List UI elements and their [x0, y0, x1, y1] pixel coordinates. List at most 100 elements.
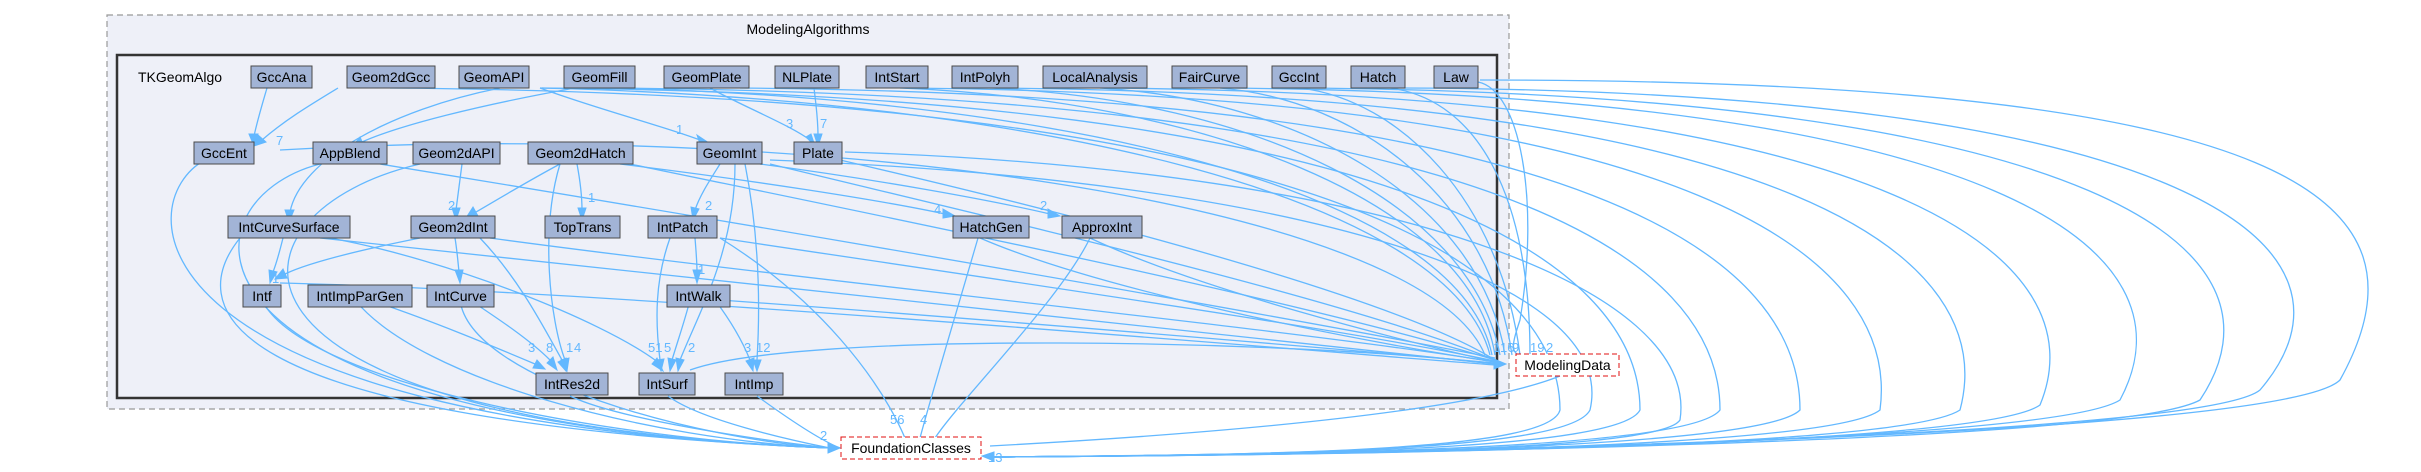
node-intpatch[interactable]: IntPatch — [647, 215, 718, 239]
edge-geom2dapi-foundationclasses — [287, 163, 831, 449]
edge-gccent-foundationclasses — [170, 159, 831, 449]
edge-nlplate-plate-arrow — [813, 133, 823, 148]
node-nlplate[interactable]: NLPlate — [774, 65, 840, 89]
edge-label: 3 — [528, 340, 535, 355]
edge-label: 9 — [1512, 340, 1519, 355]
node-intcurve[interactable]: IntCurve — [426, 284, 495, 308]
edge-intpatch-intsurf — [656, 237, 671, 361]
edge-label: 3 — [786, 116, 793, 131]
node-intsurf[interactable]: IntSurf — [638, 372, 696, 396]
node-appblend[interactable]: AppBlend — [312, 141, 388, 165]
node-intf[interactable]: Intf — [242, 284, 282, 308]
node-geom2dgcc[interactable]: Geom2dGcc — [346, 65, 436, 89]
edge-label: 8 — [546, 340, 553, 355]
edge-intcurvesurface-intsurf — [329, 237, 656, 361]
edge-intstart-modelingdata — [899, 87, 1496, 356]
node-intpolyh-box — [951, 65, 1019, 89]
node-intcurve-label: IntCurve — [434, 288, 487, 304]
edge-intpolyh-modelingdata — [989, 87, 1501, 356]
edge-hatchgen-modelingdata — [979, 237, 1496, 363]
node-intpolyh[interactable]: IntPolyh — [951, 65, 1019, 89]
node-law[interactable]: Law — [1433, 65, 1479, 89]
node-geom2dapi[interactable]: Geom2dAPI — [412, 141, 501, 165]
node-faircurve[interactable]: FairCurve — [1171, 65, 1248, 89]
edge-gccint-modelingdata — [1299, 87, 1521, 356]
edge-plate-foundationclasses — [844, 151, 1682, 458]
node-approxint[interactable]: ApproxInt — [1061, 215, 1143, 239]
node-intpatch-box — [647, 215, 718, 239]
node-toptrans[interactable]: TopTrans — [544, 215, 621, 239]
edge-intpatch-foundationclasses — [719, 237, 906, 439]
edge-approxint-modelingdata — [1089, 237, 1496, 363]
node-nlplate-box — [774, 65, 840, 89]
node-hatchgen-box — [952, 215, 1030, 239]
cluster-tkgeomalgo-label: TKGeomAlgo — [138, 69, 222, 85]
node-intwalk[interactable]: IntWalk — [666, 284, 731, 308]
node-modelingdata-box — [1515, 353, 1620, 377]
node-intimp[interactable]: IntImp — [724, 372, 784, 396]
node-intwalk-box — [666, 284, 731, 308]
edge-intcurvesurface-intf — [272, 237, 284, 273]
node-hatchgen[interactable]: HatchGen — [952, 215, 1030, 239]
node-gccent-box — [193, 141, 255, 165]
node-gccana-box — [250, 65, 313, 89]
edge-appblend-modelingdata — [379, 163, 1496, 359]
node-gccana[interactable]: GccAna — [250, 65, 313, 89]
edge-label: 1 — [698, 262, 705, 277]
node-localanalysis[interactable]: LocalAnalysis — [1042, 65, 1148, 89]
node-approxint-box — [1061, 215, 1143, 239]
edge-geom2dapi-geom2dint — [455, 163, 463, 211]
edge-geom2dhatch-intres2d — [548, 163, 566, 361]
node-intstart[interactable]: IntStart — [865, 65, 929, 89]
node-hatch[interactable]: Hatch — [1350, 65, 1406, 89]
node-geom2dint-box — [410, 215, 496, 239]
edge-geomint-approxint — [759, 163, 1051, 215]
node-appblend-box — [312, 141, 388, 165]
edge-label: 2 — [820, 428, 827, 443]
edge-intres2d-foundationclasses — [569, 395, 831, 449]
node-geomplate[interactable]: GeomPlate — [663, 65, 750, 89]
edge-geomint-intpatch — [694, 163, 721, 211]
edge-geom2dgcc-gccent — [261, 87, 339, 141]
node-plate-label: Plate — [802, 145, 834, 161]
node-hatch-box — [1350, 65, 1406, 89]
node-geomapi[interactable]: GeomAPI — [458, 65, 530, 89]
node-geomint[interactable]: GeomInt — [696, 141, 763, 165]
edge-geom2dhatch-hatchgen — [619, 163, 946, 215]
node-geomfill[interactable]: GeomFill — [563, 65, 636, 89]
node-plate[interactable]: Plate — [793, 141, 843, 165]
node-gccent[interactable]: GccEnt — [193, 141, 255, 165]
edge-intpatch-intwalk — [694, 237, 698, 273]
node-intimppargen[interactable]: IntImpParGen — [307, 284, 413, 308]
edge-hatchgen-foundationclasses — [919, 237, 979, 439]
node-geom2dint[interactable]: Geom2dInt — [410, 215, 496, 239]
edge-label: 51 — [648, 340, 662, 355]
edge-gccent-modelingdata — [279, 143, 1486, 356]
node-modelingdata[interactable]: ModelingData — [1515, 353, 1620, 377]
edge-foundationclasses-arrow — [980, 451, 995, 462]
edge-intpatch-intsurf-arrow — [655, 358, 665, 373]
node-intres2d[interactable]: IntRes2d — [535, 372, 609, 396]
node-intcurve-box — [426, 284, 495, 308]
node-geomapi-box — [458, 65, 530, 89]
node-gccent-label: GccEnt — [201, 145, 247, 161]
edge-modelingdata-arrow — [1493, 358, 1508, 370]
edge-geom2dapi-geom2dint-arrow — [451, 207, 461, 222]
node-geom2dhatch[interactable]: Geom2dHatch — [527, 141, 634, 165]
edge-label: 2 — [688, 340, 695, 355]
edge-geom2dint-intf-arrow — [273, 268, 288, 280]
edge-geom2dint-intcurve-arrow — [454, 269, 464, 285]
node-intcurvesurface[interactable]: IntCurveSurface — [227, 215, 351, 239]
node-hatch-label: Hatch — [1360, 69, 1397, 85]
edge-label: 4 — [574, 340, 581, 355]
node-gccint[interactable]: GccInt — [1271, 65, 1327, 89]
node-intstart-box — [865, 65, 929, 89]
edge-label: 4 — [934, 202, 941, 217]
edge-label: 16 — [1500, 340, 1514, 355]
node-law-label: Law — [1443, 69, 1470, 85]
nodes: GccAna Geom2dGcc GeomAPI GeomFill GeomPl… — [193, 65, 1620, 460]
node-foundationclasses[interactable]: FoundationClasses — [840, 436, 982, 460]
edge-geomint-intsurf — [679, 163, 736, 361]
